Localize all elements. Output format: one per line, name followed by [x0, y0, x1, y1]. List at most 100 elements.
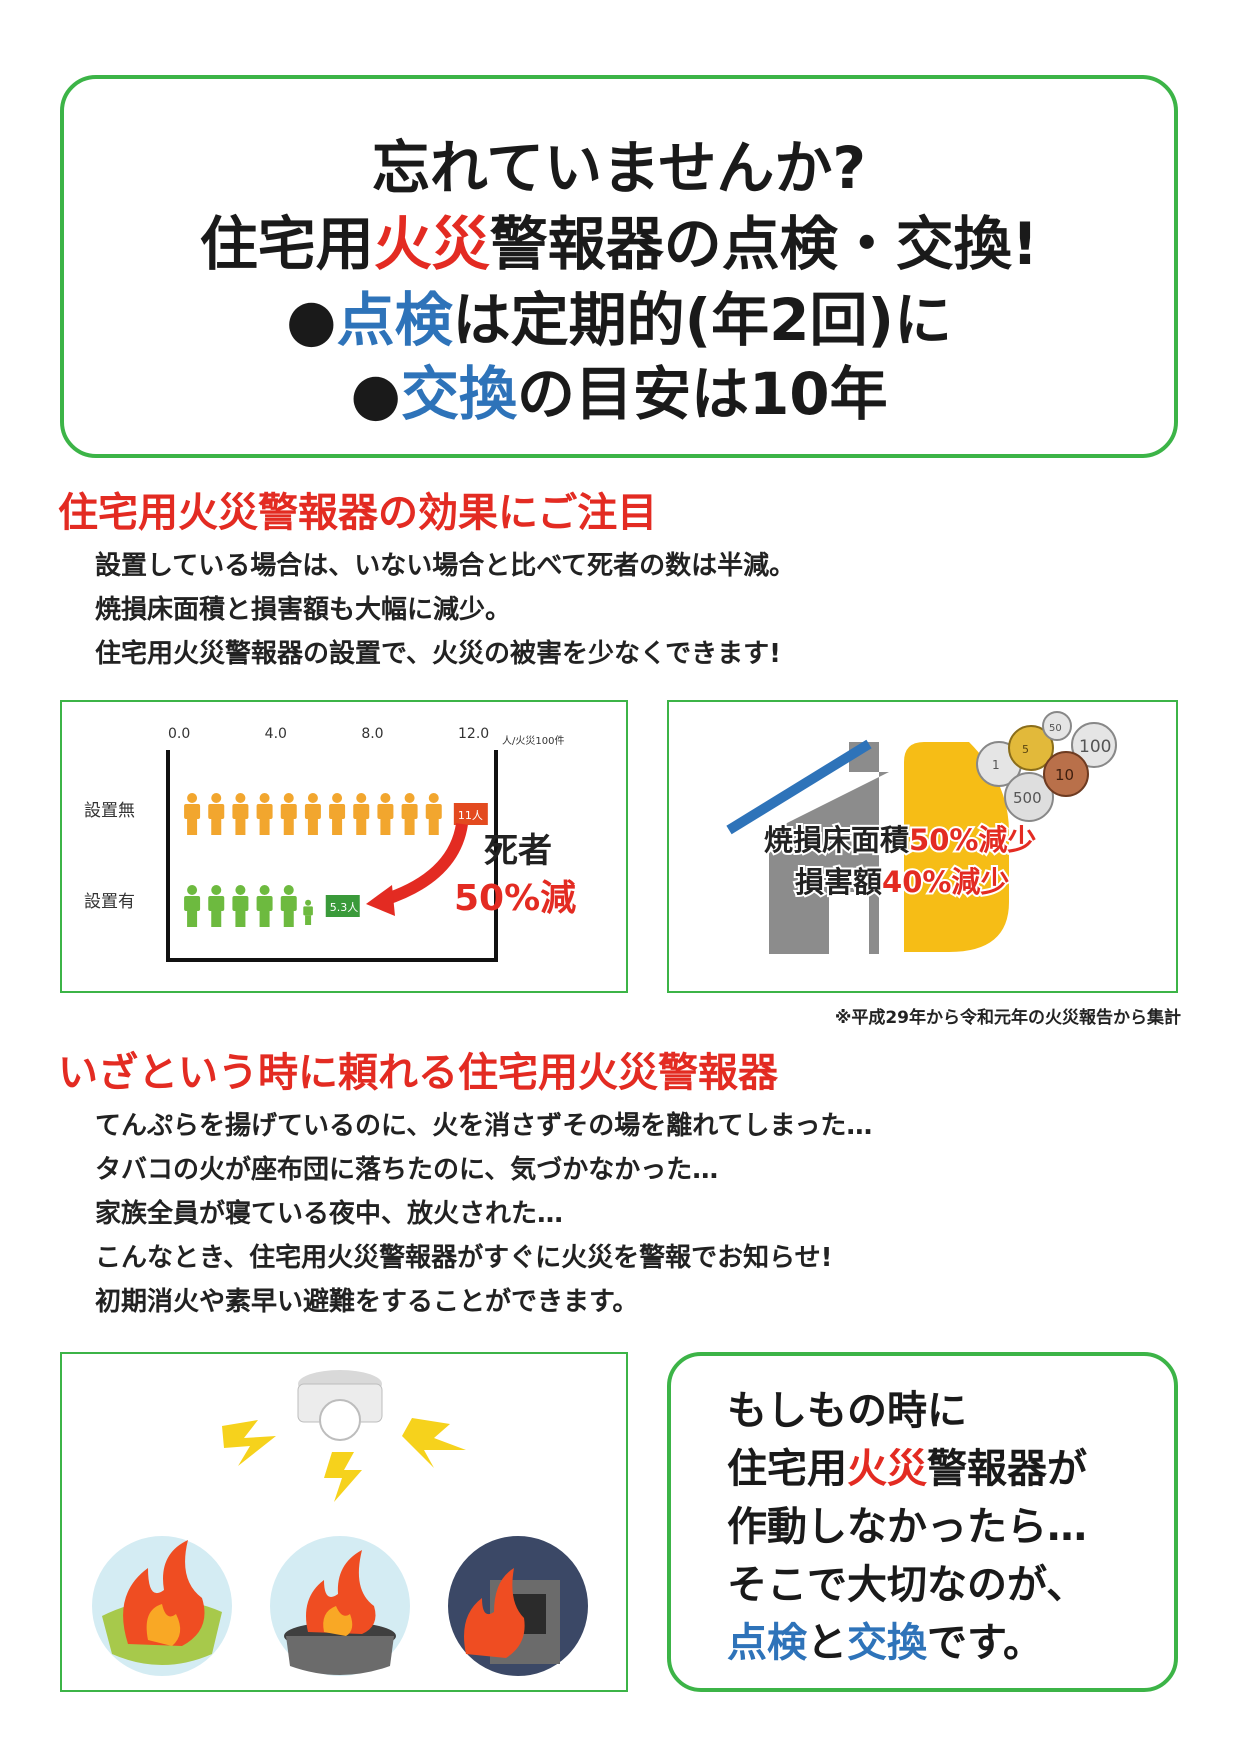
- data-label-text: 5.3人: [330, 901, 359, 914]
- annotation-deaths: 死者: [484, 831, 552, 871]
- damage-amount-text: 損害額: [795, 865, 882, 899]
- section-title-reliable: いざという時に頼れる住宅用火災警報器: [58, 1050, 778, 1096]
- damage-amount-label: 損害額40%減少: [795, 865, 1009, 899]
- reminder-text: 住宅用: [727, 1446, 847, 1492]
- reduction-arrowhead: [366, 885, 395, 916]
- coin-icon: [1042, 711, 1072, 741]
- fire-icon: [464, 1568, 525, 1658]
- body-text: 住宅用火災警報器の設置で、火災の被害を少なくできます!: [95, 639, 782, 669]
- reminder-highlight-replacement: 交換: [847, 1620, 927, 1666]
- coin-icon: [1043, 751, 1089, 797]
- data-label-text: 11人: [458, 809, 483, 822]
- reminder-highlight-fire: 火災: [847, 1446, 927, 1492]
- bullet: ●: [286, 286, 337, 354]
- header-line-2: 住宅用火災警報器の点検・交換!: [64, 197, 1174, 281]
- header-text: の目安は10年: [516, 360, 888, 428]
- coin-label: 50: [1049, 723, 1062, 734]
- person-icon: [184, 793, 201, 835]
- reminder-text: 警報器が: [927, 1446, 1087, 1492]
- wallet-illustration: [904, 742, 1009, 952]
- reminder-line-2: 住宅用火災警報器が: [727, 1436, 1087, 1494]
- damage-amount-pct: 40%減少: [882, 865, 1009, 899]
- person-icon: [280, 885, 297, 927]
- floor-area-pct: 50%減少: [909, 823, 1036, 857]
- person-icon: [377, 793, 394, 835]
- y-label-without: 設置無: [84, 801, 135, 821]
- header-highlight-inspection: 点検: [336, 286, 453, 354]
- section-title-effect: 住宅用火災警報器の効果にご注目: [58, 490, 658, 536]
- x-tick-label: 4.0: [265, 726, 287, 742]
- reminder-text: です。: [927, 1620, 1043, 1666]
- coin-icon: [1071, 722, 1117, 768]
- header-line-4: ●交換の目安は10年: [64, 347, 1174, 431]
- fire-icon: [323, 1606, 353, 1636]
- annotation-reduction: 50%減: [454, 878, 576, 919]
- coin-label: 100: [1079, 737, 1111, 757]
- house-roof: [726, 739, 872, 835]
- bar-with: [184, 885, 313, 927]
- person-icon: [425, 793, 442, 835]
- person-icon: [304, 793, 321, 835]
- x-tick-label: 12.0: [458, 726, 489, 742]
- fire-icon: [306, 1550, 376, 1634]
- fire-scenarios-panel: [60, 1352, 628, 1692]
- reminder-highlight-inspection: 点検: [727, 1620, 807, 1666]
- floor-area-text: 焼損床面積: [764, 823, 909, 857]
- coin-icon: [1008, 725, 1054, 771]
- coin-label: 500: [1013, 789, 1042, 807]
- fire-icon: [123, 1540, 205, 1646]
- chart-unit: 人/火災100件: [502, 735, 564, 747]
- data-label: 11人: [453, 803, 488, 825]
- person-icon: [256, 885, 273, 927]
- reminder-line-3: 作動しなかったら…: [727, 1504, 1087, 1550]
- coin-label: 5: [1022, 743, 1029, 756]
- body-text: 設置している場合は、いない場合と比べて死者の数は半減。: [95, 551, 796, 581]
- header-box: 忘れていませんか? 住宅用火災警報器の点検・交換! ●点検は定期的(年2回)に …: [60, 75, 1178, 458]
- header-line-1: 忘れていませんか?: [371, 134, 867, 202]
- person-icon: [329, 793, 346, 835]
- house-illustration: [769, 772, 889, 954]
- smoke-alarm-sensor: [319, 1399, 361, 1441]
- reminder-text: と: [807, 1620, 847, 1666]
- alarm-lightning-icon: [324, 1452, 362, 1502]
- pot-illustration: [286, 1636, 394, 1675]
- person-icon: [184, 885, 201, 927]
- body-text: てんぷらを揚げているのに、火を消さずその場を離れてしまった…: [95, 1111, 873, 1141]
- person-icon: [208, 885, 225, 927]
- x-tick-label: 8.0: [361, 726, 383, 742]
- person-icon: [208, 793, 225, 835]
- fire-icon: [146, 1604, 181, 1646]
- x-tick-label: 0.0: [168, 726, 190, 742]
- alarm-lightning-icon: [402, 1418, 466, 1468]
- header-text: 警報器の点検・交換!: [489, 210, 1039, 278]
- person-icon: [303, 899, 313, 925]
- header-highlight-replacement: 交換: [400, 360, 517, 428]
- data-label: 5.3人: [325, 895, 360, 917]
- y-label-with: 設置有: [84, 892, 135, 912]
- person-icon: [232, 793, 249, 835]
- person-icon: [353, 793, 370, 835]
- data-label-box: [453, 803, 488, 825]
- house-wallet-illustration: 1 5 50 100 500 10 焼損床面積50%減少 損害額40%減少: [726, 711, 1117, 954]
- header-text: 住宅用: [199, 210, 374, 278]
- person-icon: [256, 793, 273, 835]
- alarm-lightning-icon: [222, 1420, 276, 1466]
- coin-label: 1: [992, 758, 1000, 772]
- header-highlight-fire: 火災: [373, 210, 490, 278]
- reminder-line-1: もしもの時に: [727, 1388, 967, 1434]
- reminder-line-4: そこで大切なのが、: [727, 1562, 1087, 1608]
- reminder-line-5: 点検と交換です。: [727, 1610, 1043, 1668]
- source-note: ※平成29年から令和元年の火災報告から集計: [834, 1008, 1181, 1028]
- header-text: は定期的(年2回)に: [452, 286, 952, 354]
- header-line-3: ●点検は定期的(年2回)に: [64, 273, 1174, 357]
- body-text: 初期消火や素早い避難をすることができます。: [95, 1287, 639, 1317]
- body-text: タバコの火が座布団に落ちたのに、気づかなかった…: [95, 1155, 719, 1185]
- body-text: こんなとき、住宅用火災警報器がすぐに火災を警報でお知らせ!: [95, 1243, 833, 1273]
- bar-without: [184, 793, 442, 835]
- reduction-arrow: [382, 822, 468, 906]
- fire-scenarios-illustration: [88, 1370, 592, 1680]
- coin-label: 10: [1055, 766, 1074, 784]
- bullet: ●: [350, 360, 401, 428]
